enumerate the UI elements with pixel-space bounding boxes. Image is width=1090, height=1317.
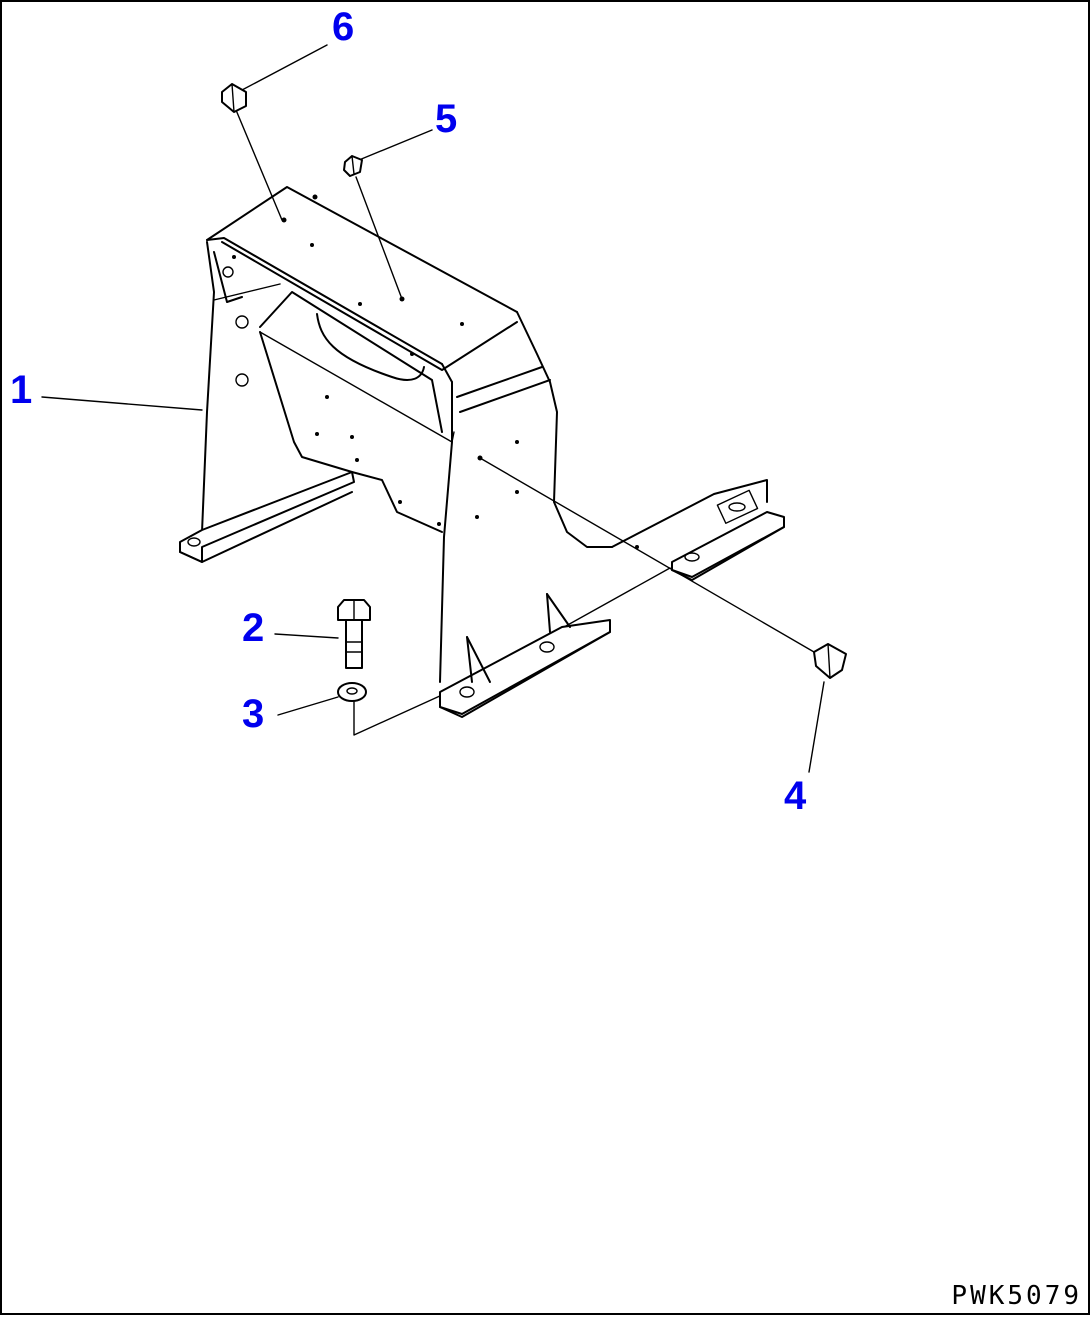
clip-part-6	[221, 83, 247, 113]
callout-3: 3	[242, 692, 265, 736]
mounting-holes	[222, 194, 639, 549]
leader-lines	[41, 44, 825, 773]
washer-part	[337, 682, 367, 702]
bolt-part	[337, 599, 371, 669]
callout-2: 2	[242, 606, 265, 650]
rear-mount-plate	[611, 479, 785, 581]
clip-part-4	[813, 643, 847, 679]
callout-1: 1	[10, 368, 33, 412]
drawing-code: PWK5079	[951, 1281, 1082, 1311]
left-foot	[179, 471, 355, 563]
bracket-frame	[201, 186, 613, 683]
assembly-center-lines	[235, 109, 815, 736]
right-foot	[439, 593, 611, 718]
callout-5: 5	[435, 97, 458, 141]
clip-part-5	[343, 155, 363, 177]
callout-4: 4	[784, 774, 807, 818]
callout-6: 6	[332, 5, 355, 49]
